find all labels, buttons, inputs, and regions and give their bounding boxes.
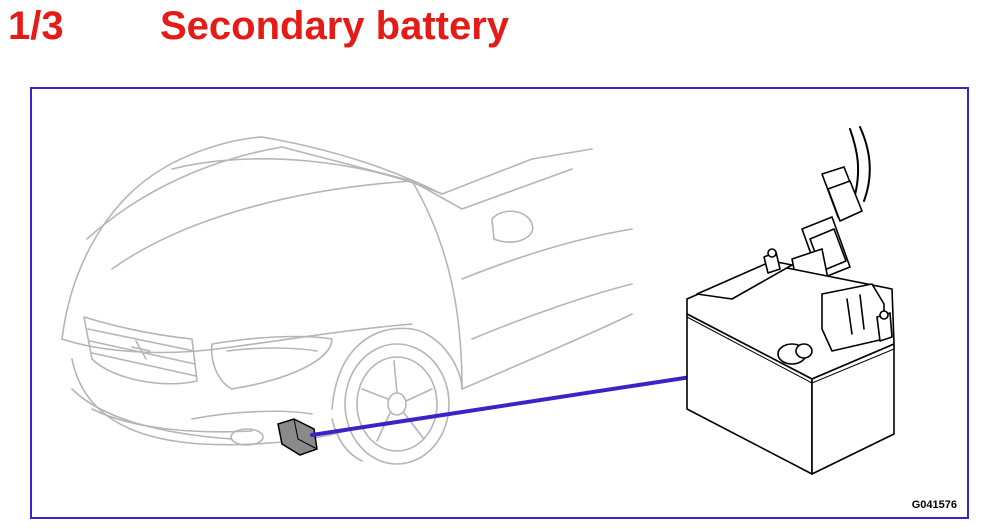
page-indicator: 1/3 — [8, 4, 64, 48]
battery-location-marker — [277, 418, 318, 456]
figure-code: G041576 — [911, 499, 957, 511]
page-title: Secondary battery — [160, 4, 510, 48]
car-front-quarter-icon — [61, 136, 633, 465]
illustration — [61, 126, 895, 475]
leader-line — [310, 373, 706, 437]
battery-icon — [686, 126, 895, 475]
illustration-frame: G041576 — [30, 87, 969, 519]
header: 1/3 Secondary battery — [0, 0, 983, 70]
